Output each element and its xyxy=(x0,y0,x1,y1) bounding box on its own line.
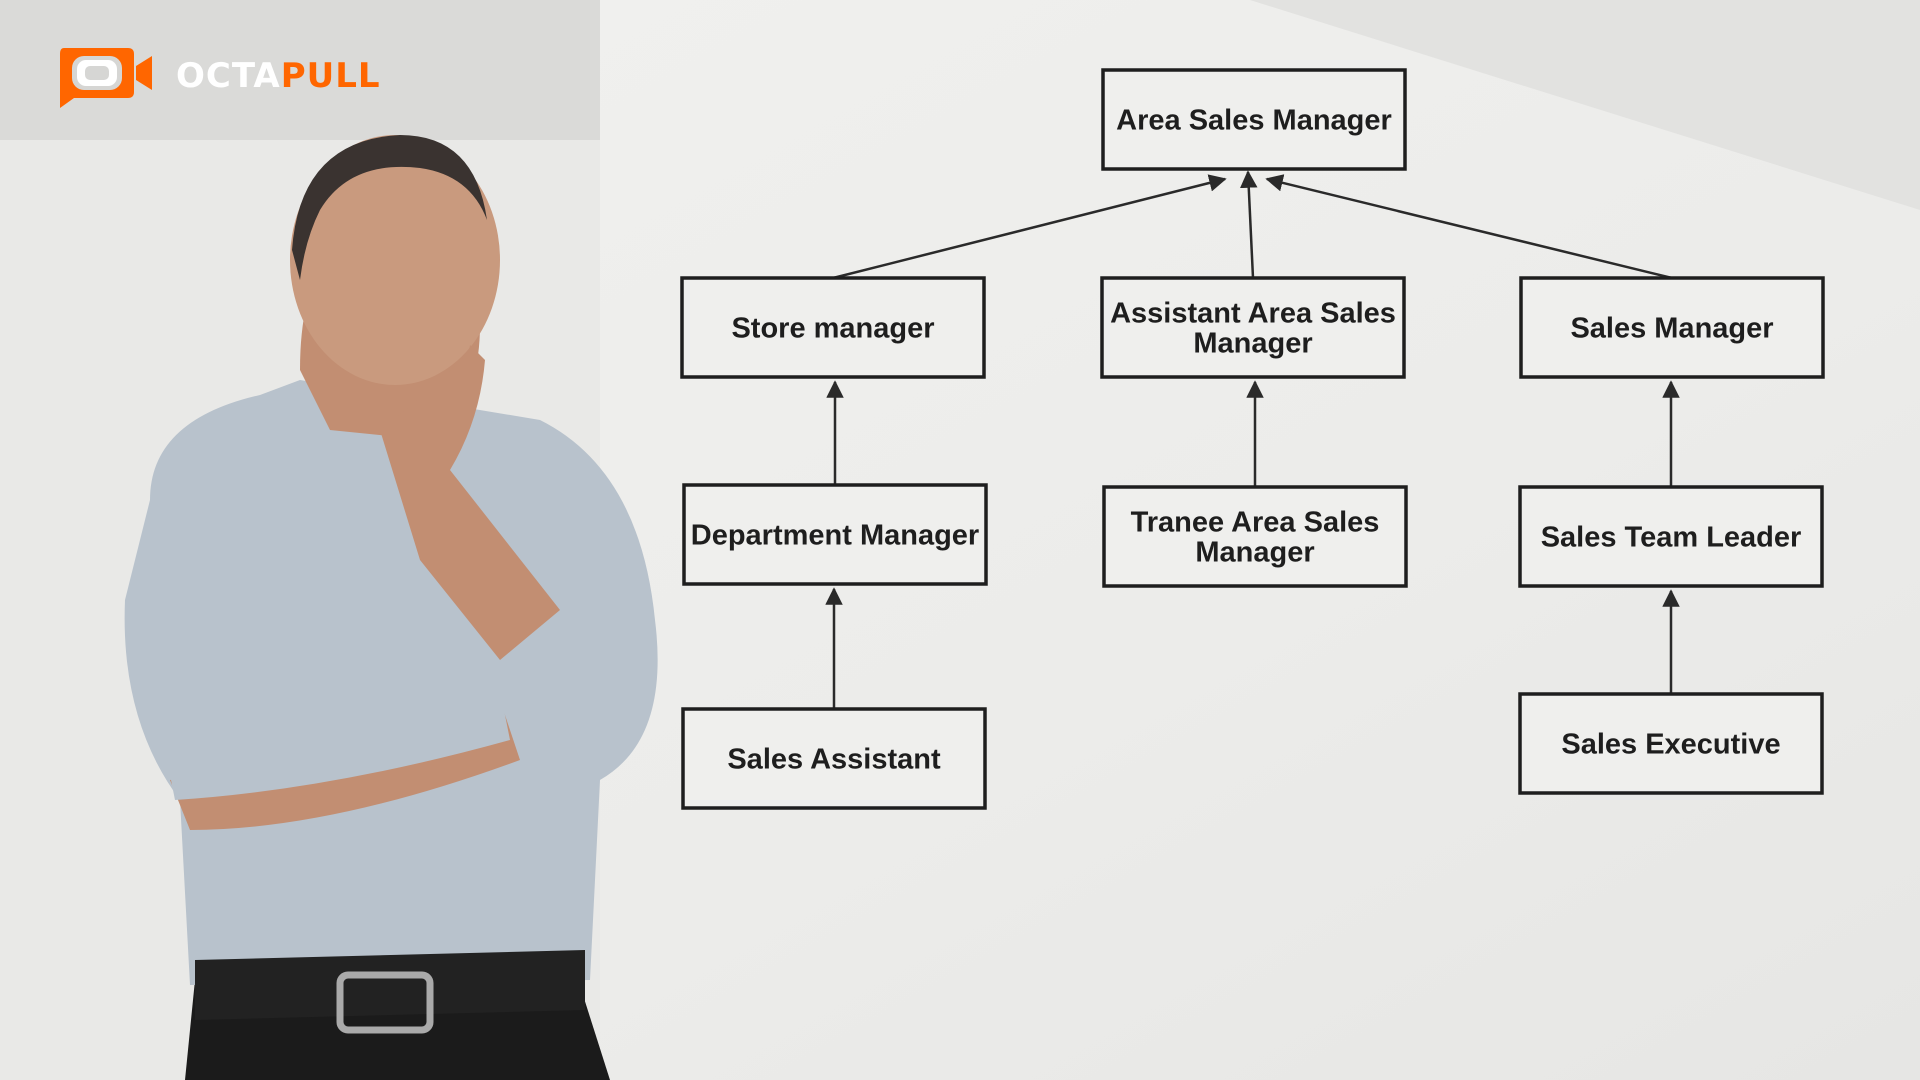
org-node-se: Sales Executive xyxy=(1518,692,1824,795)
node-label: Manager xyxy=(1193,328,1312,360)
node-label: Sales Team Leader xyxy=(1541,522,1802,554)
node-label: Store manager xyxy=(731,313,934,345)
node-box xyxy=(1102,485,1408,588)
node-box xyxy=(1100,276,1406,379)
node-box xyxy=(1519,276,1825,379)
node-label: Assistant Area Sales xyxy=(1110,298,1396,330)
org-node-sa: Sales Assistant xyxy=(681,707,987,810)
connector-arrow-store-to-asm xyxy=(832,174,1227,280)
org-node-stl: Sales Team Leader xyxy=(1518,485,1824,588)
octapull-logo: OCTAPULL xyxy=(58,44,381,108)
brand-name-part2: PULL xyxy=(280,56,381,96)
node-label: Manager xyxy=(1195,537,1314,569)
node-box xyxy=(1518,692,1824,795)
node-label: Sales Manager xyxy=(1570,313,1773,345)
node-box xyxy=(680,276,986,379)
node-label: Department Manager xyxy=(691,520,979,552)
person-photo xyxy=(124,135,658,1080)
brand-name-part1: OCTA xyxy=(176,56,281,96)
video-camera-chat-icon xyxy=(60,48,152,108)
node-box xyxy=(1518,485,1824,588)
connector-arrow-sm-to-asm xyxy=(1265,174,1673,280)
org-node-dept: Department Manager xyxy=(682,483,988,586)
node-label: Tranee Area Sales xyxy=(1131,507,1380,539)
org-node-asm: Area Sales Manager xyxy=(1101,68,1407,171)
node-label: Sales Assistant xyxy=(727,744,941,776)
connector-arrow-aasm-to-asm xyxy=(1240,170,1258,279)
node-label: Area Sales Manager xyxy=(1116,105,1392,137)
node-box xyxy=(1101,68,1407,171)
org-node-sm: Sales Manager xyxy=(1519,276,1825,379)
node-label: Sales Executive xyxy=(1561,729,1780,761)
org-node-store: Store manager xyxy=(680,276,986,379)
node-box xyxy=(682,483,988,586)
node-box xyxy=(681,707,987,810)
